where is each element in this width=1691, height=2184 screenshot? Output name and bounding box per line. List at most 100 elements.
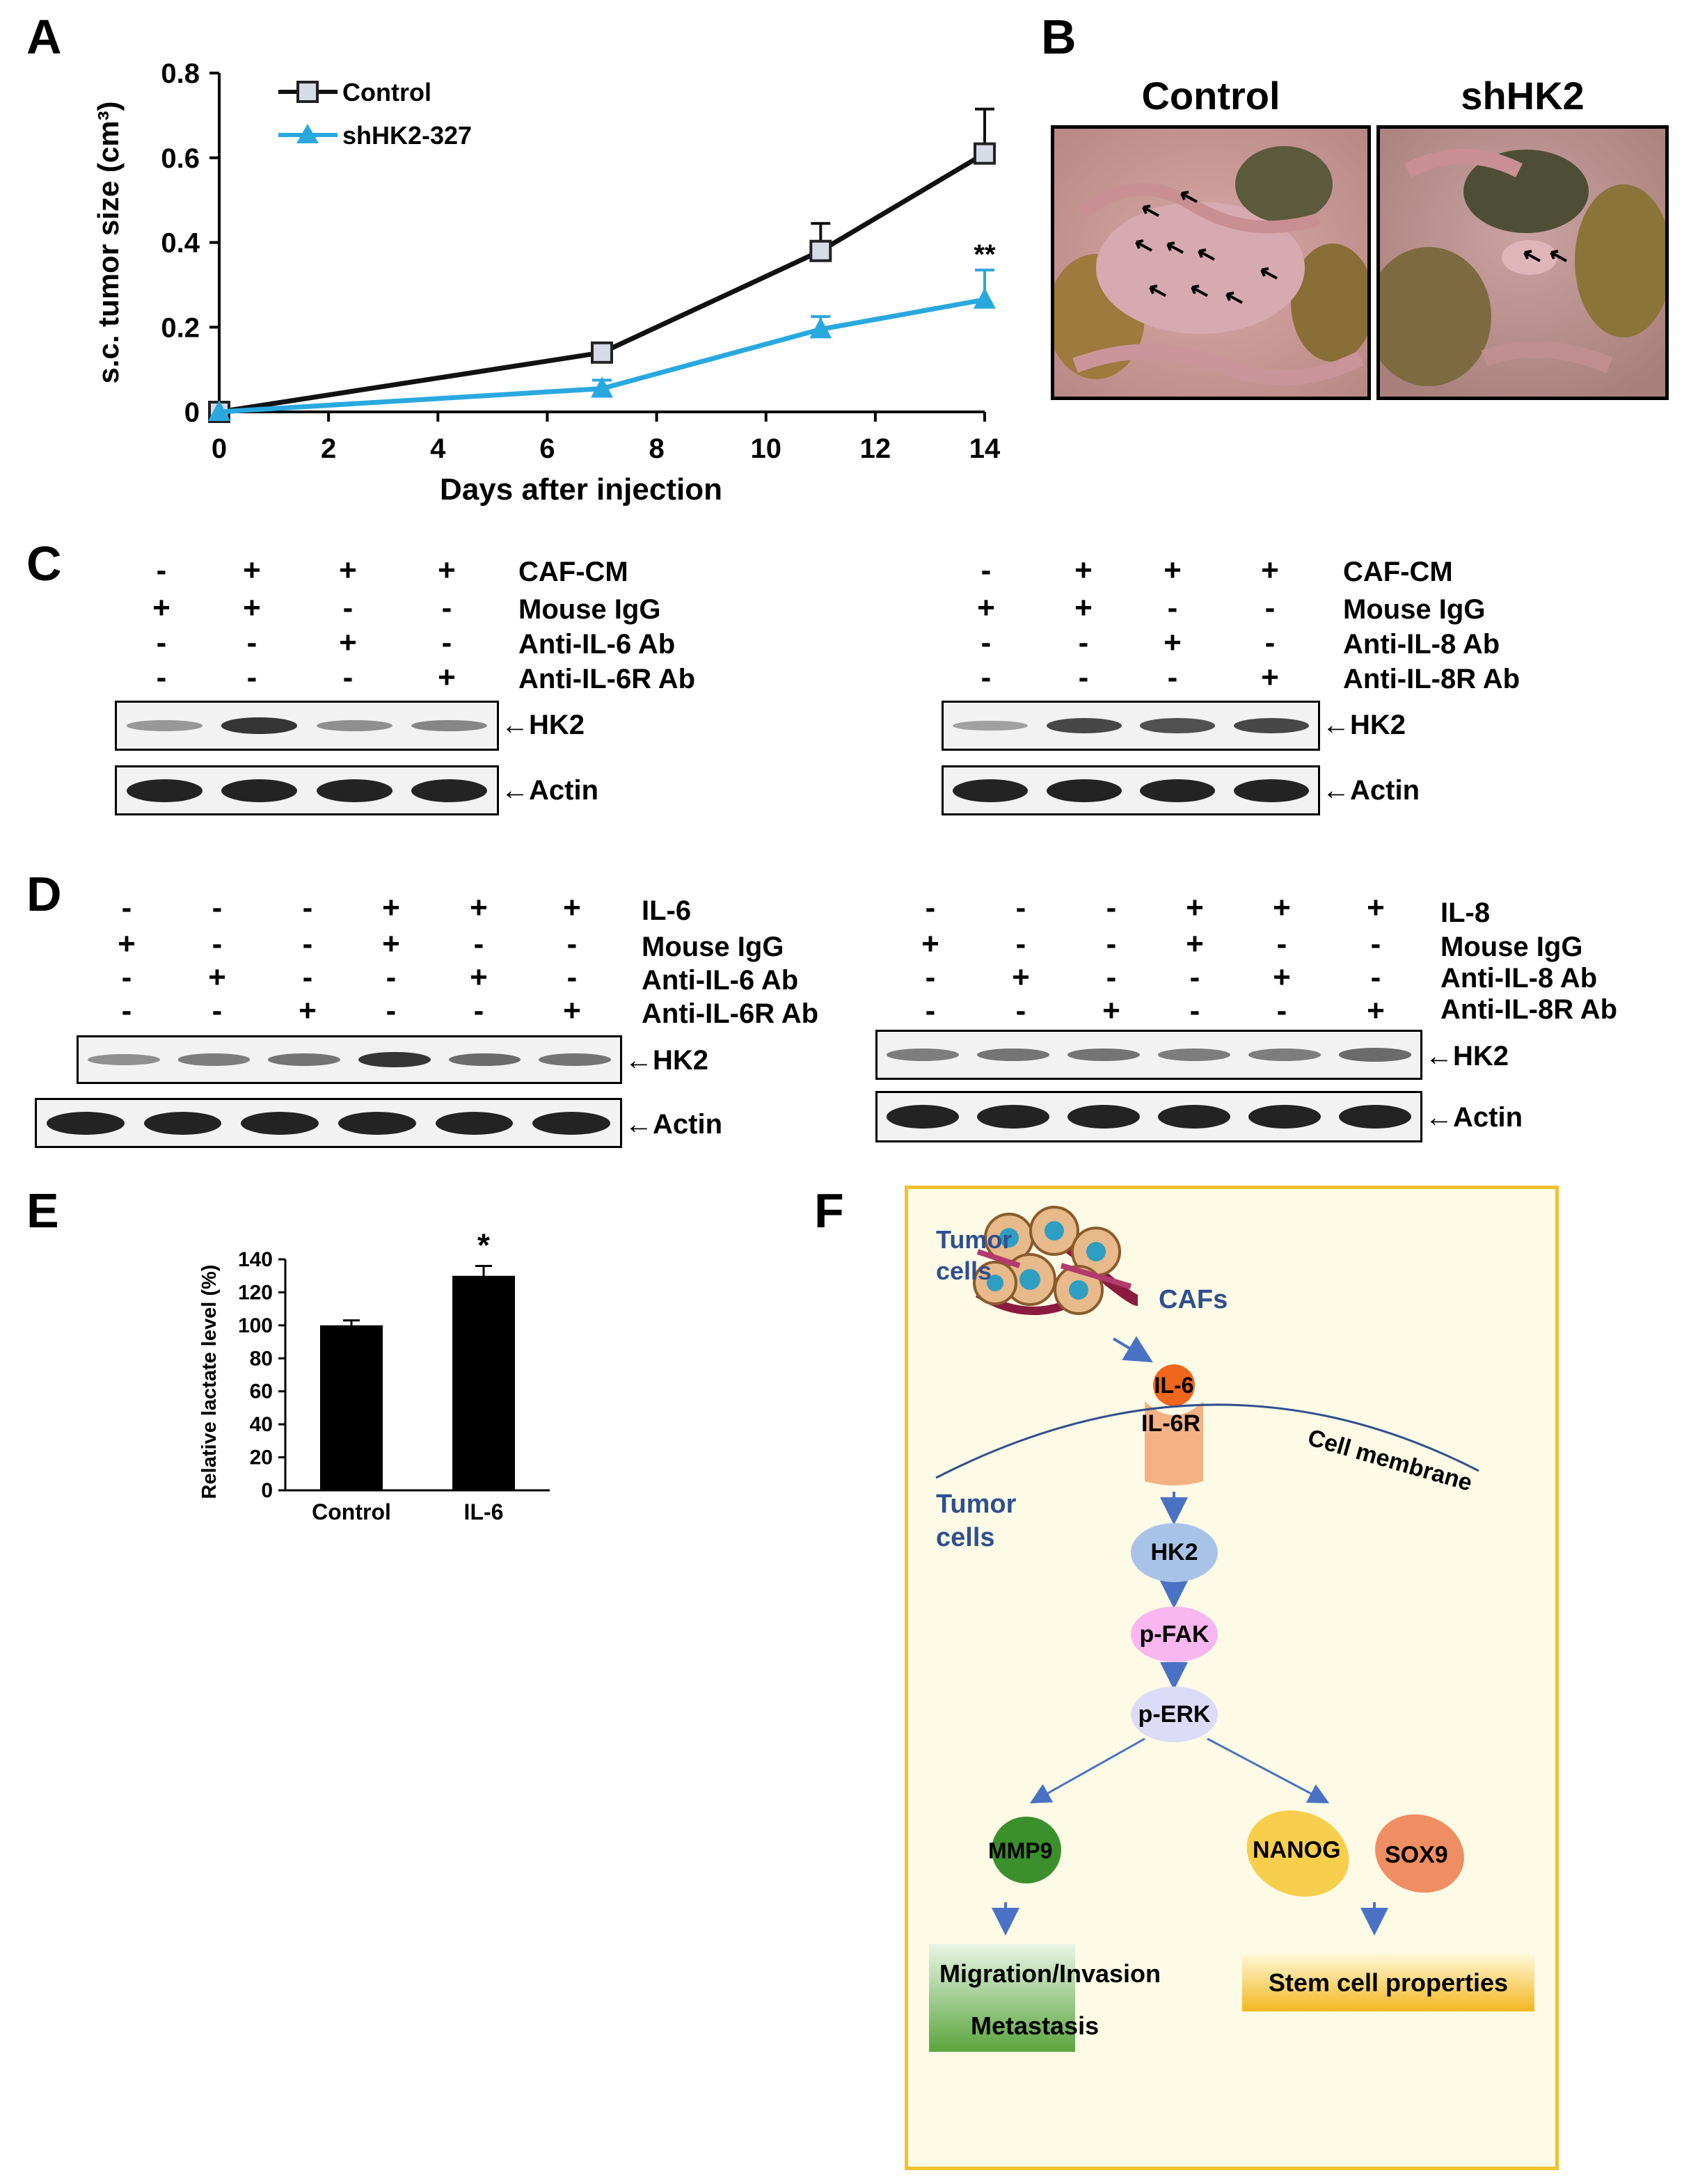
row-label: IL-8 <box>1440 898 1491 928</box>
label-nanog: NANOG <box>1253 1837 1341 1863</box>
hk2-band <box>1233 717 1309 733</box>
data-point <box>974 142 996 165</box>
sign: + <box>563 994 581 1028</box>
row-label: Anti-IL-8 Ab <box>1440 963 1598 994</box>
sign: - <box>1189 994 1200 1028</box>
sign: + <box>1261 553 1279 587</box>
migration-box-fill <box>929 1944 1075 2052</box>
x-tick-label: 12 <box>860 433 891 464</box>
x-tick-label: 0 <box>212 433 227 464</box>
x-tick-label: 2 <box>321 433 336 464</box>
pathway-graphics <box>929 1206 1534 2052</box>
hk2-label: ←HK2 <box>625 1045 709 1076</box>
sign: - <box>441 625 452 660</box>
data-point <box>208 400 230 421</box>
label-tumor-cells-inner: Tumor cells <box>936 1490 1017 1552</box>
row-label: Mouse IgG <box>642 932 784 962</box>
sign: - <box>121 960 132 994</box>
data-point <box>591 341 613 364</box>
row-label: IL-6 <box>642 895 692 926</box>
sign: + <box>152 591 170 625</box>
photo-title-control: Control <box>1141 74 1280 118</box>
sign: - <box>342 591 354 625</box>
hk2-band <box>1158 1049 1230 1061</box>
tumor-photo-shhk2-image <box>1380 129 1665 397</box>
hk2-band <box>1248 1049 1321 1061</box>
y-tick-label: 0 <box>184 397 200 428</box>
node-il6: IL-6 <box>1154 1372 1194 1398</box>
tumor-cell-cluster <box>973 1206 1139 1315</box>
significance-label: ** <box>974 239 996 270</box>
hk2-label: ←HK2 <box>501 710 585 740</box>
actin-band <box>435 1111 514 1135</box>
blot-d-right-hk2 <box>875 1030 1422 1080</box>
y-tick-label: 60 <box>250 1380 273 1403</box>
actin-band <box>338 1111 416 1135</box>
hk2-band <box>1067 1048 1140 1062</box>
y-tick-label: 120 <box>238 1281 273 1304</box>
sign: + <box>470 960 488 994</box>
data-point <box>591 376 613 398</box>
hk2-band <box>977 1048 1049 1062</box>
sign: - <box>302 927 313 961</box>
node-perk: p-ERK <box>1131 1687 1218 1742</box>
row-label: Mouse IgG <box>1440 932 1583 962</box>
y-tick-label: 80 <box>250 1347 273 1370</box>
data-point <box>809 317 832 339</box>
sign: + <box>1186 891 1204 925</box>
sign: - <box>981 625 992 660</box>
y-tick-label: 0.4 <box>161 228 200 259</box>
actin-label: ←Actin <box>1322 775 1420 806</box>
sign: + <box>243 553 261 587</box>
sign: - <box>1276 927 1287 961</box>
hk2-band <box>221 717 298 734</box>
sign: - <box>342 660 354 694</box>
sign: - <box>1015 994 1026 1028</box>
row-label: CAF-CM <box>518 557 628 587</box>
sign: - <box>386 994 397 1028</box>
sign: - <box>1078 625 1089 660</box>
sign: + <box>118 927 136 961</box>
y-tick-label: 40 <box>250 1413 273 1436</box>
panel-label-f: F <box>814 1183 844 1238</box>
sign: - <box>566 927 578 961</box>
y-tick-label: 0 <box>261 1479 273 1502</box>
panel-label-d: D <box>26 867 62 921</box>
sign: - <box>1015 927 1026 961</box>
sign: + <box>977 591 995 625</box>
sox9-shape <box>1375 1814 1464 1893</box>
blot-c-right-actin <box>942 765 1320 815</box>
sign: + <box>1273 960 1291 994</box>
il6-receptor <box>1145 1401 1203 1485</box>
hk2-label: ←HK2 <box>1425 1041 1509 1071</box>
sign: - <box>302 891 313 925</box>
sign: - <box>1189 960 1200 994</box>
actin-band <box>46 1111 125 1135</box>
row-label: Anti-IL-6 Ab <box>642 965 799 996</box>
pathway-schematic: Tumor cells CAFs IL-6 IL-6R Cell membran… <box>905 1186 1559 2170</box>
actin-band <box>411 779 488 802</box>
hk2-band <box>126 720 203 731</box>
sign: - <box>1167 660 1178 694</box>
sign: - <box>246 660 257 694</box>
sign: + <box>1273 891 1291 925</box>
outcome-box-stem: Stem cell properties <box>1242 1954 1534 2011</box>
sign: + <box>1074 591 1093 625</box>
sign: - <box>981 660 992 694</box>
sign: + <box>470 891 488 925</box>
sign: + <box>563 891 581 925</box>
sign: + <box>299 994 317 1028</box>
panel-label-c: C <box>26 536 62 591</box>
row-label: Anti-IL-8R Ab <box>1343 664 1521 694</box>
stem-box-fill <box>1242 1954 1534 2011</box>
hk2-band <box>887 1049 959 1061</box>
y-tick-label: 20 <box>250 1446 273 1469</box>
y-tick-label: 100 <box>238 1314 273 1337</box>
label-sox9: SOX9 <box>1385 1842 1448 1868</box>
x-tick-label: 8 <box>649 433 664 464</box>
actin-band <box>1046 779 1122 802</box>
x-tick-label: 10 <box>750 433 781 464</box>
actin-band <box>953 779 1029 802</box>
sign: - <box>1167 591 1178 625</box>
